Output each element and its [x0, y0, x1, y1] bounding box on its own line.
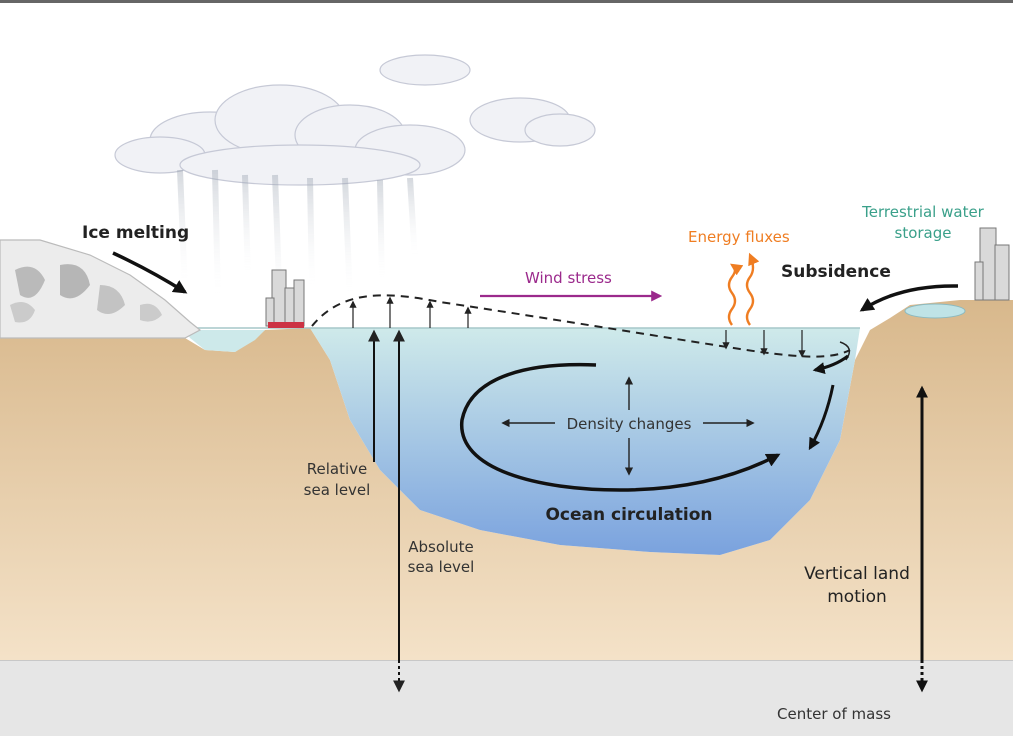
bedrock-band: [0, 660, 1013, 736]
surface-fall-arrows: [722, 330, 806, 358]
relative-sea-level-label-line2: sea level: [304, 481, 371, 499]
energy-flux-arrow-2: [745, 252, 760, 326]
relative-sea-level-label-line1: Relative: [307, 460, 368, 478]
absolute-sea-level-label-line2: sea level: [408, 558, 475, 576]
center-of-mass-label: Center of mass: [777, 705, 891, 723]
absolute-sea-level-label-line1: Absolute: [408, 538, 474, 556]
density-change-arrows: [501, 376, 755, 476]
wind-stress-label: Wind stress: [525, 269, 612, 287]
terrestrial-lake: [904, 303, 966, 319]
ocean-circulation-label: Ocean circulation: [545, 505, 712, 525]
city-right-icon: [974, 227, 1010, 301]
coastal-current-arrow-2: [808, 384, 835, 451]
ocean-circulation-arrow: [460, 362, 781, 492]
energy-fluxes-label: Energy fluxes: [688, 228, 790, 246]
subsidence-label: Subsidence: [781, 262, 891, 282]
subsidence-arrow: [859, 284, 959, 312]
coastal-current-arrow-1: [812, 354, 849, 374]
terrestrial-water-label-line2: storage: [895, 224, 952, 242]
ice-melting-label: Ice melting: [82, 223, 189, 243]
cloud-icon: [114, 54, 596, 186]
left-lagoon: [185, 330, 265, 352]
rain: [177, 169, 418, 311]
terrestrial-water-label-line1: Terrestrial water: [861, 203, 985, 221]
surface-rise-arrows: [349, 296, 472, 328]
vertical-land-motion-label-line1: Vertical land: [804, 564, 910, 584]
top-border: [0, 0, 1013, 3]
density-changes-label: Density changes: [567, 415, 692, 433]
sea-surface-dashed: [311, 294, 851, 358]
ocean-water: [310, 328, 860, 555]
flooded-coast: [268, 322, 304, 328]
land-mass: [0, 300, 1013, 660]
city-left-icon: [265, 269, 305, 327]
ice-melting-arrow: [112, 251, 188, 294]
energy-flux-arrow-1: [727, 263, 744, 326]
vertical-land-motion-label-line2: motion: [827, 587, 887, 607]
